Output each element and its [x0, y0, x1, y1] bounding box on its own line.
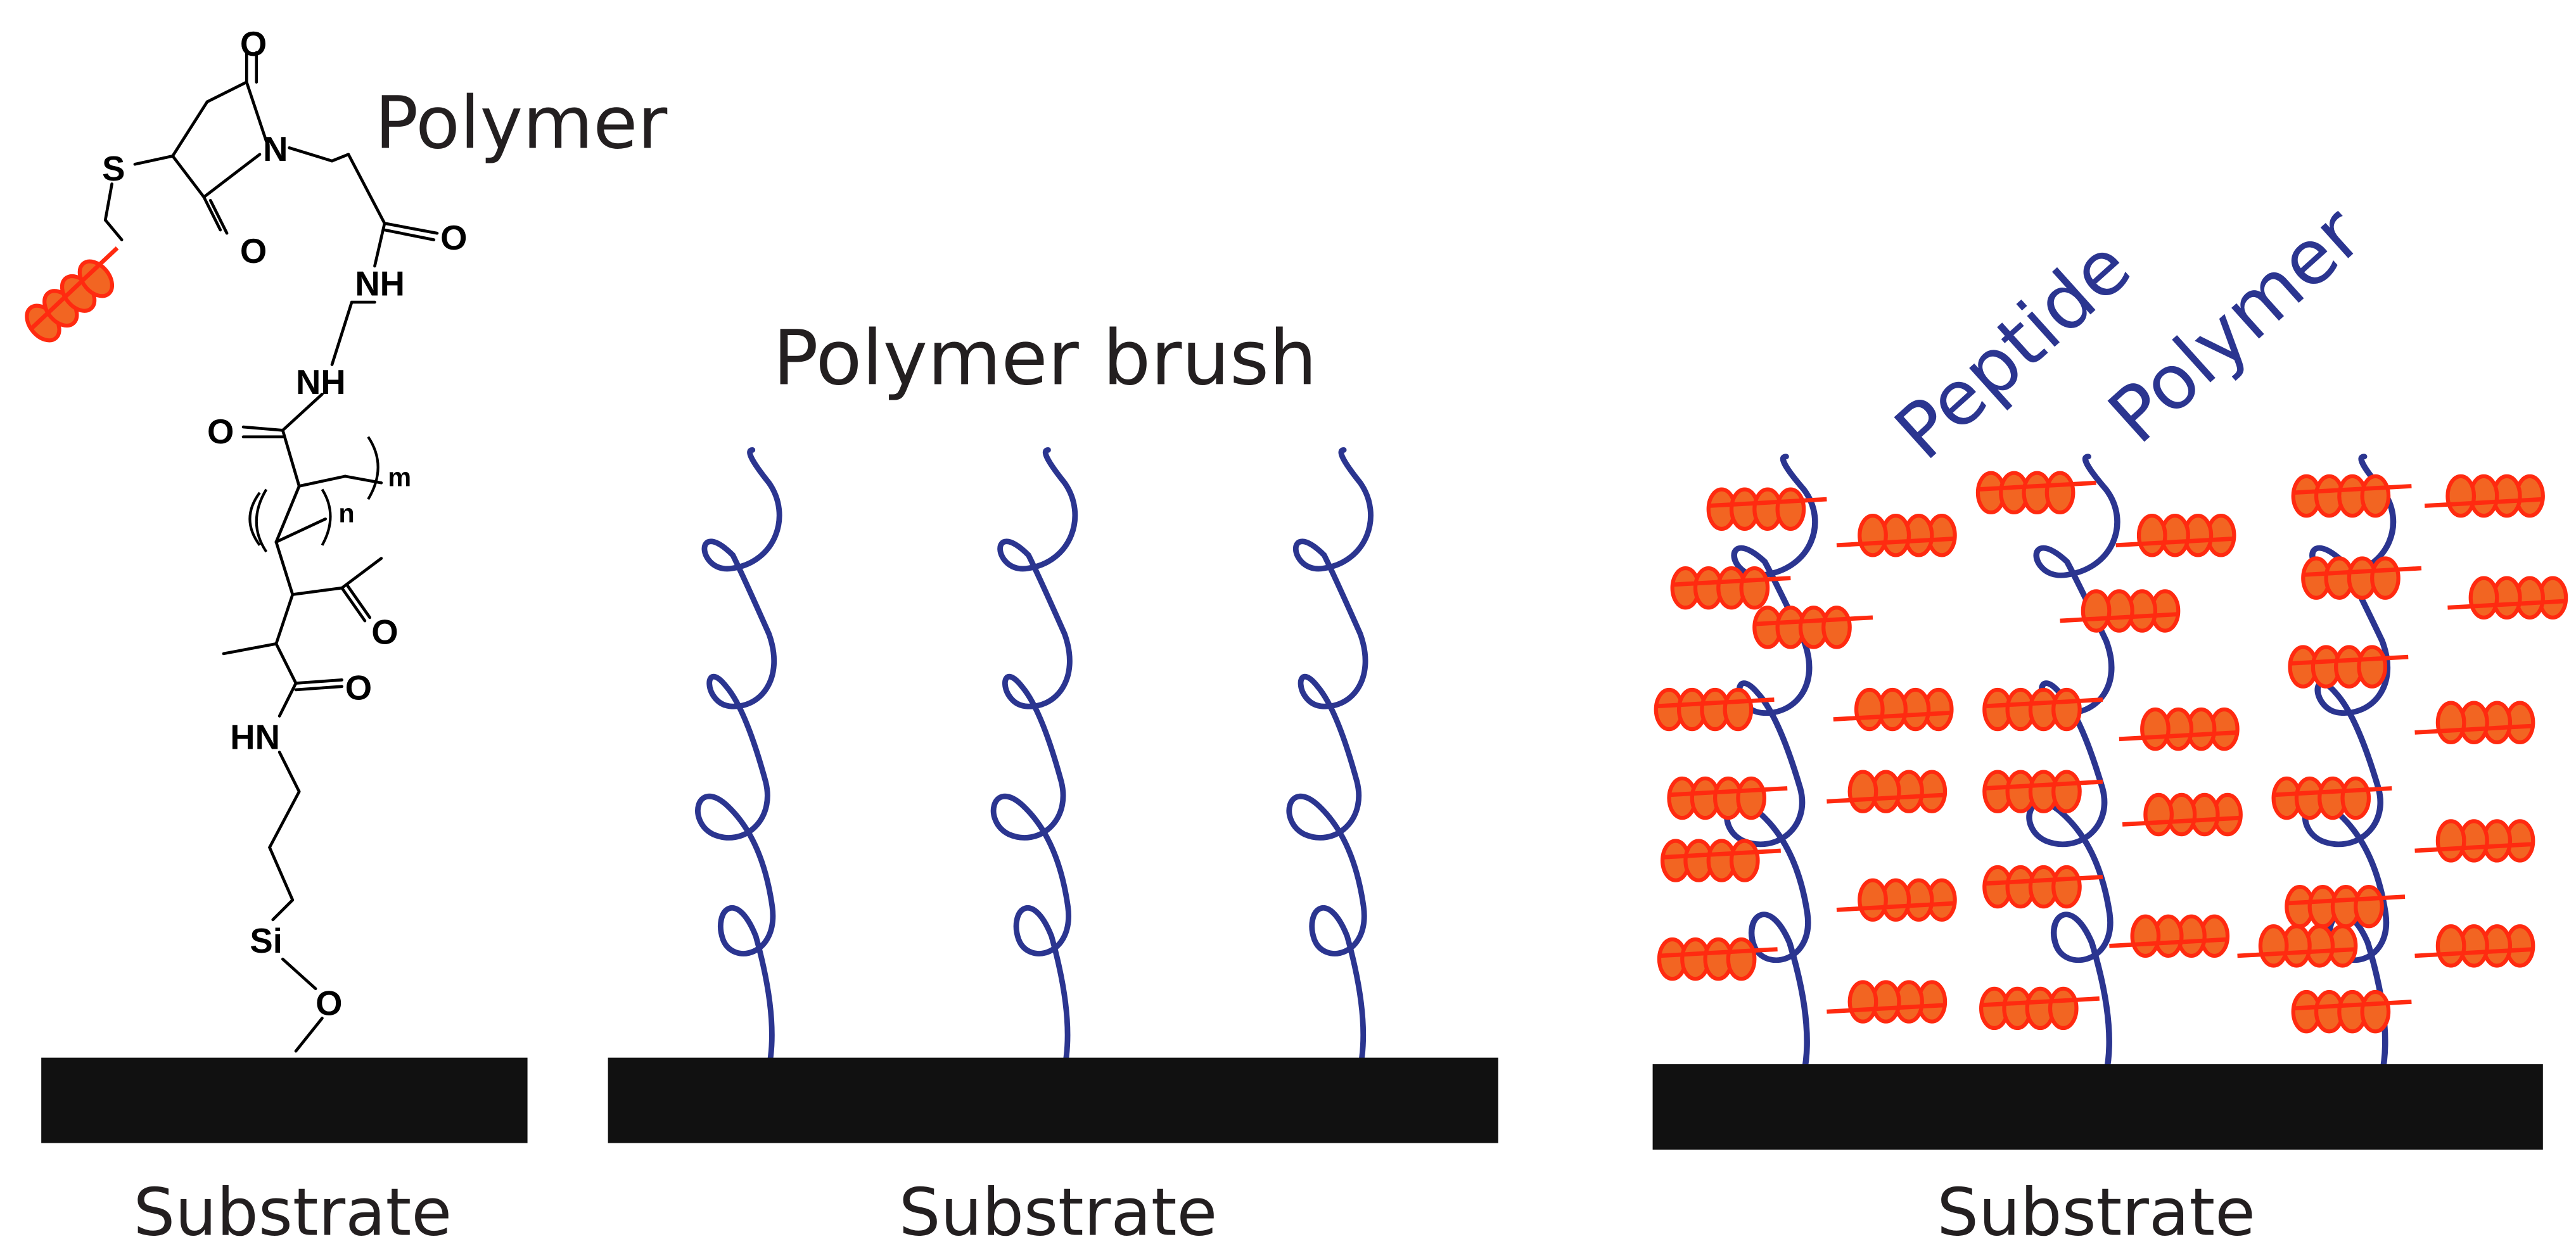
peptide-helix — [2238, 926, 2356, 965]
peptide-helix — [1659, 939, 1778, 979]
peptide-helix — [2060, 591, 2179, 630]
substrate-label-2: Substrate — [899, 1175, 1218, 1251]
peptide-helix — [1827, 982, 1945, 1021]
peptide-helix — [1837, 516, 1955, 555]
atom-nh1: NH — [355, 265, 405, 303]
peptide-helix — [2109, 917, 2228, 956]
peptide-helix — [1754, 607, 1873, 647]
atom-hn: HN — [230, 718, 280, 756]
peptide-label: Peptide — [1878, 222, 2147, 477]
atom-s: S — [102, 149, 125, 188]
peptide-helix — [2290, 647, 2409, 687]
atom-si: Si — [250, 922, 282, 960]
atom-o-amide2: O — [345, 668, 372, 707]
polymer-chain-1 — [698, 450, 779, 1067]
atom-o-amide1: O — [440, 219, 467, 257]
atom-nh2: NH — [296, 363, 346, 402]
polymer-chain-4 — [1727, 457, 1815, 1074]
atom-o-ring: O — [240, 232, 267, 270]
substrate-bar-3 — [1652, 1064, 2543, 1150]
peptide-helix — [1833, 690, 1952, 729]
substrate-bar-1 — [41, 1057, 528, 1143]
peptide-helix — [2415, 821, 2534, 860]
peptide-helix — [2447, 578, 2566, 618]
peptide-helix — [1981, 989, 2100, 1028]
peptide-helix — [2425, 476, 2543, 516]
polymer-chain-5 — [2029, 457, 2117, 1074]
peptide-helix — [1984, 772, 2103, 811]
panel-peptide-polymer-brush: Peptide Polymer — [1652, 190, 2566, 1251]
substrate-label-3: Substrate — [1937, 1175, 2255, 1251]
peptide-helix — [1827, 772, 1945, 811]
peptide-helix — [1984, 867, 2103, 906]
peptide-helix — [1669, 778, 1788, 818]
panel2-title: Polymer brush — [773, 315, 1317, 403]
substrate-label-1: Substrate — [134, 1175, 452, 1251]
polymer-chain-3 — [1289, 450, 1371, 1067]
atom-o-top: O — [240, 25, 267, 63]
peptide-helix — [2274, 778, 2392, 818]
atom-labels: O S N O O NH NH O m n O O HN Si O — [102, 25, 467, 1022]
peptide-helix — [2293, 992, 2412, 1031]
panel-chemical-structure: Polymer — [20, 25, 667, 1251]
peptide-helix — [2415, 703, 2534, 742]
subscript-m: m — [388, 462, 411, 492]
atom-o-bottom: O — [316, 984, 342, 1022]
peptide-helix — [1837, 880, 1955, 920]
peptide-helix — [2303, 559, 2421, 598]
peptide-helix — [2116, 516, 2235, 555]
polymer-label: Polymer — [2092, 190, 2379, 461]
atom-o-ketone: O — [371, 613, 398, 651]
peptide-helix — [2122, 795, 2241, 834]
panel-polymer-brush: Polymer brush Substrate — [608, 315, 1498, 1251]
peptide-helix — [1978, 473, 2096, 512]
peptide-helix — [2119, 709, 2238, 749]
peptide-helix-attached — [20, 241, 136, 347]
atom-n: N — [263, 130, 288, 168]
polymer-chain-6 — [2305, 457, 2394, 1074]
atom-o-left: O — [207, 412, 234, 451]
substrate-bar-2 — [608, 1057, 1498, 1143]
chemical-bonds — [103, 51, 439, 1053]
subscript-n: n — [338, 498, 354, 528]
peptide-helix — [2415, 926, 2534, 965]
polymer-chain-2 — [993, 450, 1075, 1067]
panel1-title: Polymer — [374, 80, 667, 165]
repeat-brackets — [248, 436, 379, 553]
